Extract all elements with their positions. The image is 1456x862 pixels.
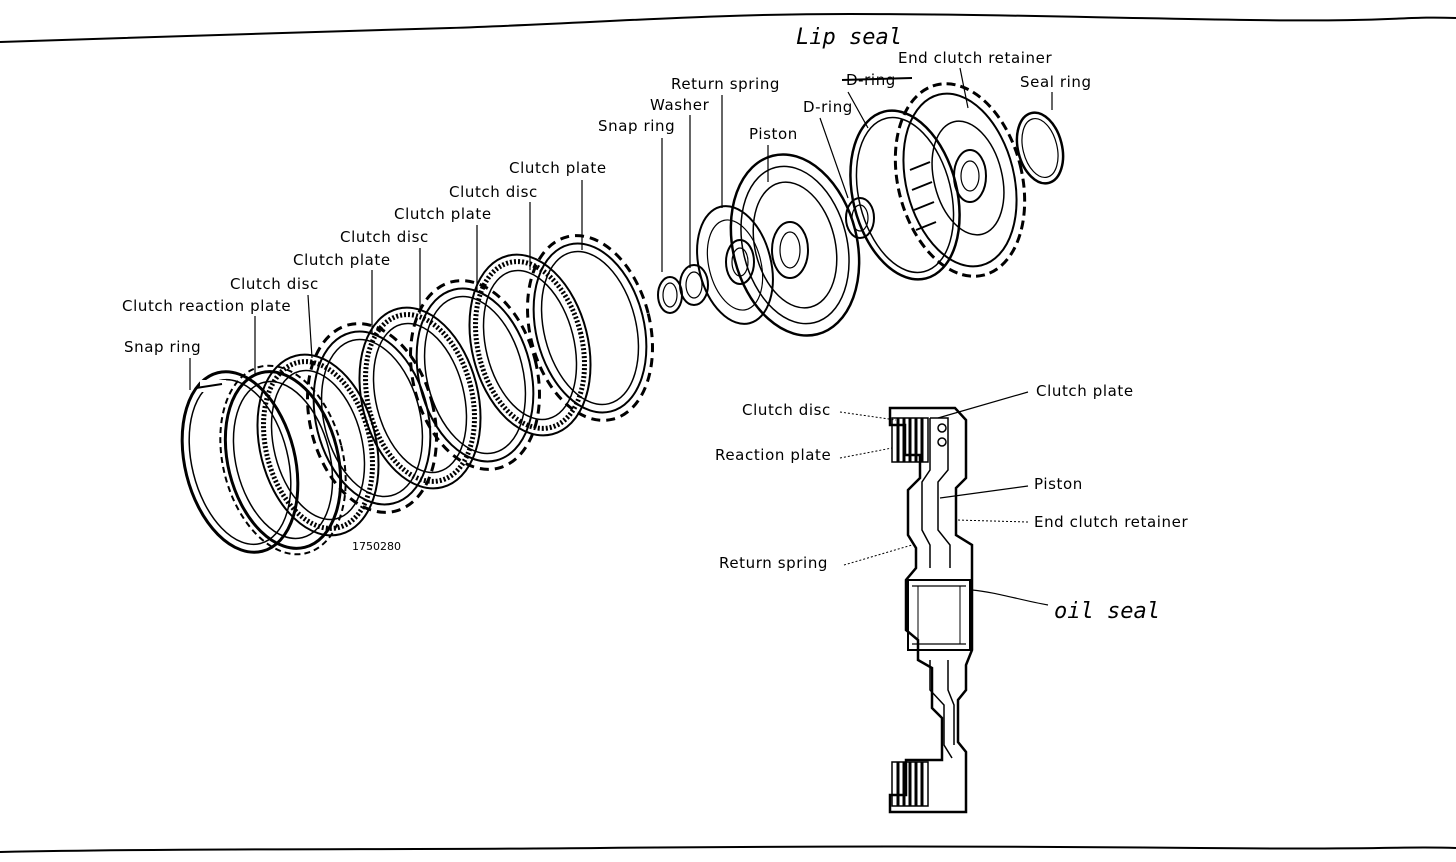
label-clutch-reaction-plate: Clutch reaction plate [122,297,291,315]
label-oil-seal: oil seal [1054,599,1160,624]
washer [679,264,709,306]
snap-ring-small [657,276,683,314]
end-clutch-retainer [893,82,1027,278]
retainer-outline [888,406,974,814]
section-leaders [839,391,1049,606]
piston-section [921,417,951,568]
labels: Snap ring Clutch reaction plate Clutch d… [122,25,1188,624]
label-section-reaction-plate: Reaction plate [715,446,831,464]
label-snap-ring-2: Snap ring [598,117,675,135]
label-clutch-disc-1: Clutch disc [230,275,319,293]
return-spring [696,205,774,325]
snap-ring-outer [180,370,300,554]
clutch-reaction-plate [219,364,347,556]
clutch-plate-3 [525,234,655,422]
label-clutch-disc-3: Clutch disc [449,183,538,201]
label-d-ring: D-ring [803,98,853,116]
part-number: 1750280 [352,540,401,553]
label-section-clutch-disc: Clutch disc [742,401,831,419]
seal-ring [1015,111,1065,185]
label-return-spring: Return spring [671,75,780,93]
clutch-disc-3 [468,253,592,437]
label-end-clutch-retainer: End clutch retainer [898,49,1052,67]
strikethrough [841,77,913,81]
top-border [0,12,1456,43]
label-snap-ring: Snap ring [124,338,201,356]
clutch-plate-2 [409,279,541,471]
exploded-view [180,82,1065,556]
label-section-end-clutch-retainer: End clutch retainer [1034,513,1188,531]
piston [729,153,861,337]
oil-seal-hub [907,579,971,651]
label-clutch-plate-1: Clutch plate [293,251,391,269]
clutch-pack-top [891,417,947,463]
label-piston: Piston [749,125,798,143]
exploded-leaders [189,67,1053,390]
label-washer: Washer [650,96,710,114]
piston-section-lower [929,660,955,759]
bottom-border [0,845,1456,853]
clutch-pack-bottom [891,761,929,807]
clutch-disc-1 [256,353,380,537]
label-section-clutch-plate: Clutch plate [1036,382,1134,400]
label-lip-seal: Lip seal [796,25,902,50]
label-clutch-disc-2: Clutch disc [340,228,429,246]
label-clutch-plate-2: Clutch plate [394,205,492,223]
label-section-piston: Piston [1034,475,1083,493]
clutch-disc-2 [358,306,482,490]
label-clutch-plate-3: Clutch plate [509,159,607,177]
label-section-return-spring: Return spring [719,554,828,572]
label-seal-ring: Seal ring [1020,73,1092,91]
clutch-plate-1 [306,322,438,514]
cross-section [888,406,974,814]
